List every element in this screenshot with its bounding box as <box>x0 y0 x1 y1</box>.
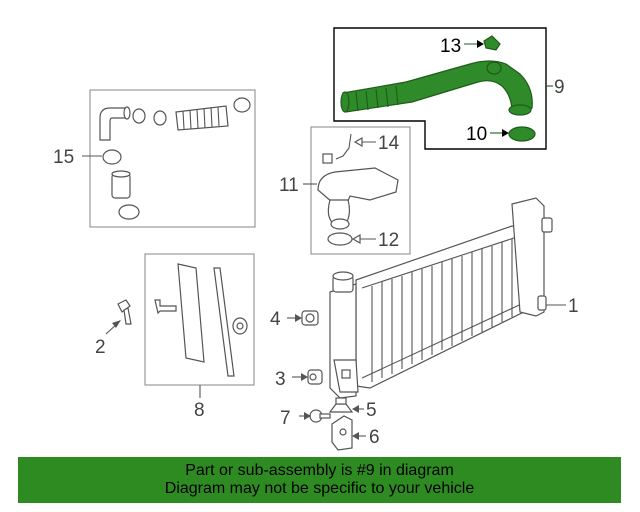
parts-diagram: 15 14 11 12 9 13 10 8 <box>53 27 579 451</box>
part-4-mount <box>301 310 319 326</box>
notice-line-2: Diagram may not be specific to your vehi… <box>164 480 475 497</box>
group-15-box <box>89 89 256 228</box>
part-7-bolt <box>309 409 331 423</box>
part-10-clamp <box>508 126 536 142</box>
callout-15: 15 <box>53 147 74 168</box>
notice-line-1: Part or sub-assembly is #9 in diagram <box>185 462 454 479</box>
part-5-grommet <box>328 397 354 413</box>
part-6-bracket <box>331 415 353 451</box>
callout-4: 4 <box>270 309 281 330</box>
callout-3: 3 <box>275 369 286 390</box>
group-9-box <box>333 27 547 150</box>
group-11-box <box>310 126 411 255</box>
group-11-parts <box>317 133 399 246</box>
highlighted-part-9-hose <box>340 35 533 116</box>
callout-6: 6 <box>369 427 380 448</box>
callout-7: 7 <box>280 408 291 429</box>
group-15-parts <box>99 97 251 220</box>
callout-8: 8 <box>194 400 205 421</box>
callout-1: 1 <box>568 296 579 317</box>
callout-12: 12 <box>378 230 399 251</box>
group-8-parts <box>154 263 248 377</box>
callout-10: 10 <box>466 124 487 145</box>
callout-13: 13 <box>440 36 461 57</box>
part-3-mount <box>307 369 323 385</box>
callout-2: 2 <box>95 337 106 358</box>
notice-banner: Part or sub-assembly is #9 in diagram Di… <box>18 457 621 503</box>
part-2-bolt <box>117 299 132 325</box>
callout-9: 9 <box>554 77 565 98</box>
callout-11: 11 <box>279 175 299 196</box>
callout-5: 5 <box>366 400 377 421</box>
callout-14: 14 <box>378 133 400 154</box>
part-1-intercooler <box>329 197 553 399</box>
